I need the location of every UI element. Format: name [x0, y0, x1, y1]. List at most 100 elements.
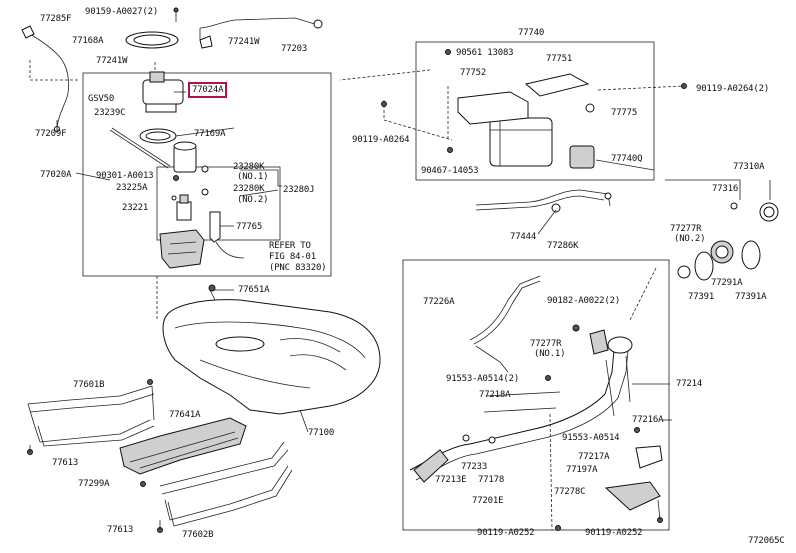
bracket-77278C — [604, 481, 661, 511]
label-refer-fig: FIG 84-01 — [269, 252, 316, 262]
clip-77216A — [635, 445, 663, 469]
pump-bracket-77020A — [159, 229, 205, 269]
ring-77391 — [694, 251, 714, 281]
canister-group-frame — [415, 41, 655, 181]
fuel-tank-77100 — [162, 299, 381, 415]
label-77316: 77316 — [712, 184, 739, 194]
clip-77285F — [21, 25, 35, 39]
label-77100: 77100 — [308, 428, 335, 438]
label-90467-14053: 90467-14053 — [421, 166, 479, 176]
label-77391: 77391 — [688, 292, 715, 302]
label-90119-A0264: 90119-A0264 — [352, 135, 410, 145]
valve-77740Q — [569, 145, 595, 169]
label-77213E: 77213E — [435, 475, 467, 485]
label-77214: 77214 — [676, 379, 703, 389]
ring-23225A — [173, 175, 179, 181]
label-77020A: 77020A — [40, 170, 72, 180]
label-23239C: 23239C — [94, 108, 126, 118]
bracket-77752 — [457, 91, 529, 125]
label-77197A: 77197A — [566, 465, 598, 475]
heat-shield-77641A — [119, 417, 247, 475]
label-77226A: 77226A — [423, 297, 455, 307]
label-77277R-b: 77277R — [530, 339, 562, 349]
pump-rod — [109, 129, 169, 169]
label-77209F: 77209F — [35, 129, 67, 139]
label-77241W-a: 77241W — [228, 37, 260, 47]
label-77168A: 77168A — [72, 36, 104, 46]
hose-77444 — [475, 189, 611, 207]
label-77299A: 77299A — [78, 479, 110, 489]
label-no2-b: (NO.2) — [674, 234, 706, 244]
label-90119-A0264-2: 90119-A0264(2) — [696, 84, 770, 94]
label-90159-A0027: 90159-A0027(2) — [85, 7, 159, 17]
label-90119-A0252-b: 90119-A0252 — [585, 528, 643, 538]
label-77233: 77233 — [461, 462, 488, 472]
breather-line — [29, 33, 70, 129]
bolt-77651A — [208, 284, 216, 292]
label-77601B: 77601B — [73, 380, 105, 390]
label-77444: 77444 — [510, 232, 537, 242]
label-77751: 77751 — [546, 54, 573, 64]
label-77613-b: 77613 — [107, 525, 134, 535]
label-77291A: 77291A — [711, 278, 743, 288]
label-77765: 77765 — [236, 222, 263, 232]
label-77277R-a: 77277R — [670, 224, 702, 234]
label-23225A: 23225A — [116, 183, 148, 193]
label-77310A: 77310A — [733, 162, 765, 172]
label-77278C: 77278C — [554, 487, 586, 497]
label-90119-A0252-a: 90119-A0252 — [477, 528, 535, 538]
label-91553-A0514: 91553-A0514 — [562, 433, 620, 443]
label-77740: 77740 — [518, 28, 545, 38]
label-77286K: 77286K — [547, 241, 579, 251]
canister-77740 — [489, 117, 553, 167]
label-77216A: 77216A — [632, 415, 664, 425]
clip-77299A — [140, 481, 146, 487]
clip-77277R-a — [677, 265, 691, 279]
bracket-77751 — [524, 73, 590, 97]
label-77613-a: 77613 — [52, 458, 79, 468]
strap-77602B — [159, 441, 285, 487]
label-no2: (NO.2) — [237, 195, 269, 205]
clip-77775 — [585, 103, 595, 113]
label-77752: 77752 — [460, 68, 487, 78]
label-23221: 23221 — [122, 203, 149, 213]
label-77775: 77775 — [611, 108, 638, 118]
label-77602B: 77602B — [182, 530, 214, 540]
label-refer-pnc: (PNC 83320) — [269, 263, 327, 273]
filler-neck — [607, 336, 633, 354]
tube-77226A — [469, 275, 541, 341]
label-77203: 77203 — [281, 44, 308, 54]
label-77217A: 77217A — [578, 452, 610, 462]
hose-77213E — [413, 449, 449, 483]
vent-tube — [199, 17, 319, 29]
label-77241W-b: 77241W — [96, 56, 128, 66]
label-23280K-1: 23280K — [233, 162, 265, 172]
label-23280K-2: 23280K — [233, 184, 265, 194]
ring-77391A — [741, 240, 761, 270]
vent-tube-end — [313, 19, 323, 29]
band-77218A — [483, 391, 561, 413]
sender-gauge-subframe — [156, 166, 281, 241]
label-no1: (NO.1) — [237, 172, 269, 182]
strap-77601B — [27, 385, 153, 405]
sender-77765 — [209, 211, 221, 243]
label-77201E: 77201E — [472, 496, 504, 506]
label-77218A: 77218A — [479, 390, 511, 400]
label-77740Q: 77740Q — [611, 154, 643, 164]
label-77285F: 77285F — [40, 14, 72, 24]
label-refer-to: REFER TO — [269, 241, 311, 251]
label-77641A: 77641A — [169, 410, 201, 420]
label-77391A: 77391A — [735, 292, 767, 302]
label-GSV50: GSV50 — [88, 94, 115, 104]
filler-pipe-group-frame — [402, 259, 670, 531]
label-91553-A0514-2: 91553-A0514(2) — [446, 374, 520, 384]
label-90561-13083: 90561 13083 — [456, 48, 514, 58]
label-90182-A0022: 90182-A0022(2) — [547, 296, 621, 306]
label-no1-b: (NO.1) — [534, 349, 566, 359]
label-77169A: 77169A — [194, 129, 226, 139]
diagram-id: 772065C — [748, 536, 785, 546]
label-77024A: 77024A — [187, 82, 228, 98]
label-90301-A0013: 90301-A0013 — [96, 171, 154, 181]
